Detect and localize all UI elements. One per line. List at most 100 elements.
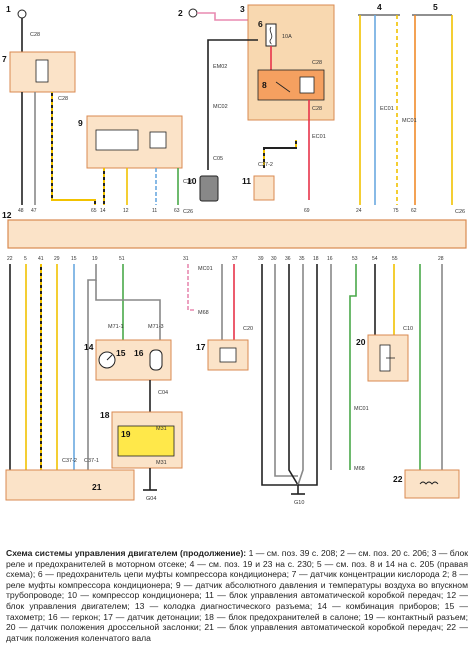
wiring-diagram: 1 C28 2 3 6 10A C28 8 C28 EC01 EM02 MC02… xyxy=(2,2,467,506)
relay-coil xyxy=(299,76,315,94)
pin-14: 14 xyxy=(100,208,106,214)
reed-switch-16 xyxy=(149,349,163,371)
fuse-element xyxy=(269,26,273,45)
component-5-number: 5 xyxy=(433,2,438,12)
connector-m71-3: M71-3 xyxy=(148,324,164,330)
pin-12: 12 xyxy=(123,208,129,214)
pin-30: 30 xyxy=(271,256,277,262)
pin-47: 47 xyxy=(31,208,37,214)
connector-c20: C20 xyxy=(243,326,253,332)
pin-63: 63 xyxy=(174,208,180,214)
pin-69: 69 xyxy=(304,208,310,214)
component-1-terminal xyxy=(17,9,27,19)
wire-36 xyxy=(288,264,299,486)
connector-c28-a: C28 xyxy=(312,60,322,66)
pin-65: 65 xyxy=(91,208,97,214)
connector-c28-b: C28 xyxy=(312,106,322,112)
atc-unit-21 xyxy=(5,469,135,501)
connector-c26-b: C26 xyxy=(455,209,465,215)
map-sensor-element xyxy=(95,129,139,151)
heater-element xyxy=(35,59,49,83)
ecu-12 xyxy=(7,219,467,249)
connector-c37-2b: C37-2 xyxy=(62,458,77,464)
connector-m68-a: M68 xyxy=(198,310,209,316)
component-8-number: 8 xyxy=(262,80,267,90)
pin-29: 29 xyxy=(54,256,60,262)
connector-ec01-b: EC01 xyxy=(380,106,394,112)
pin-62: 62 xyxy=(411,208,417,214)
figure-caption: Схема системы управления двигателем (про… xyxy=(6,548,468,643)
wire-31 xyxy=(187,264,194,311)
connector-c04: C04 xyxy=(158,390,168,396)
pin-48: 48 xyxy=(18,208,24,214)
connector-c37-1: C37-1 xyxy=(84,458,99,464)
wire-35 xyxy=(297,264,304,486)
connector-m68-b: M68 xyxy=(354,466,365,472)
wire-18 xyxy=(298,264,318,486)
pin-37: 37 xyxy=(232,256,238,262)
component-9-number: 9 xyxy=(78,118,83,128)
component-1-number: 1 xyxy=(6,4,11,14)
pin-54: 54 xyxy=(372,256,378,262)
wire-19 xyxy=(87,264,97,470)
relay-contact xyxy=(275,81,291,93)
pin-24: 24 xyxy=(356,208,362,214)
component-12-number: 12 xyxy=(2,210,12,220)
connector-mc01-c: MC01 xyxy=(354,406,369,412)
pin-41: 41 xyxy=(38,256,44,262)
component-6-number: 6 xyxy=(258,19,263,29)
connector-m31-a: M31 xyxy=(156,426,167,432)
component-20-number: 20 xyxy=(356,337,366,347)
wire-striped-65 xyxy=(51,92,96,205)
pin-35: 35 xyxy=(299,256,305,262)
pin-55: 55 xyxy=(392,256,398,262)
connector-g10: G10 xyxy=(294,500,304,506)
caption-lead: Схема системы управления двигателем (про… xyxy=(6,548,247,558)
connector-c16: C16 xyxy=(183,179,193,185)
fuse-rating: 10A xyxy=(282,34,292,40)
pin-39: 39 xyxy=(258,256,264,262)
pin-53: 53 xyxy=(352,256,358,262)
wire-30 xyxy=(274,264,298,477)
connector-c05: C05 xyxy=(213,156,223,162)
component-15-number: 15 xyxy=(116,348,126,358)
wire-53 xyxy=(349,264,357,470)
connector-g04: G04 xyxy=(146,496,156,502)
component-22-number: 22 xyxy=(393,474,403,484)
pin-5: 5 xyxy=(24,256,27,262)
pin-51: 51 xyxy=(119,256,125,262)
connector-c28-top: C28 xyxy=(30,32,40,38)
component-7-number: 7 xyxy=(2,54,7,64)
pin-22: 22 xyxy=(7,256,13,262)
temp-sensor-element xyxy=(149,131,167,149)
pin-28: 28 xyxy=(438,256,444,262)
component-17-number: 17 xyxy=(196,342,206,352)
pin-18: 18 xyxy=(313,256,319,262)
component-11-number: 11 xyxy=(242,176,251,186)
pin-11: 11 xyxy=(152,208,157,214)
pin-15: 15 xyxy=(71,256,77,262)
connector-mc01-b: MC01 xyxy=(198,266,213,272)
pin-75: 75 xyxy=(393,208,399,214)
wire-c37-2 xyxy=(263,140,297,168)
component-2-number: 2 xyxy=(178,8,183,18)
connector-m31-b: M31 xyxy=(156,460,167,466)
contact-connector-19 xyxy=(117,425,175,457)
pin-16: 16 xyxy=(327,256,333,262)
tachometer-needle xyxy=(106,354,113,361)
pin-31: 31 xyxy=(183,256,189,262)
connector-c26-a: C26 xyxy=(183,209,193,215)
wire-39 xyxy=(261,264,298,486)
connector-c28-c: C28 xyxy=(58,96,68,102)
connector-c10: C10 xyxy=(403,326,413,332)
compressor-10 xyxy=(199,175,219,202)
component-16-number: 16 xyxy=(134,348,144,358)
pin-36: 36 xyxy=(285,256,291,262)
connector-ec01-a: EC01 xyxy=(312,134,326,140)
wire-em02 xyxy=(207,39,258,170)
component-2-terminal xyxy=(188,8,198,18)
wire-dash-gray xyxy=(95,280,161,340)
caption-body: 1 — см. поз. 39 с. 208; 2 — см. поз. 20 … xyxy=(6,548,468,643)
component-19-number: 19 xyxy=(121,429,131,439)
connector-c37-2: C37-2 xyxy=(258,162,273,168)
